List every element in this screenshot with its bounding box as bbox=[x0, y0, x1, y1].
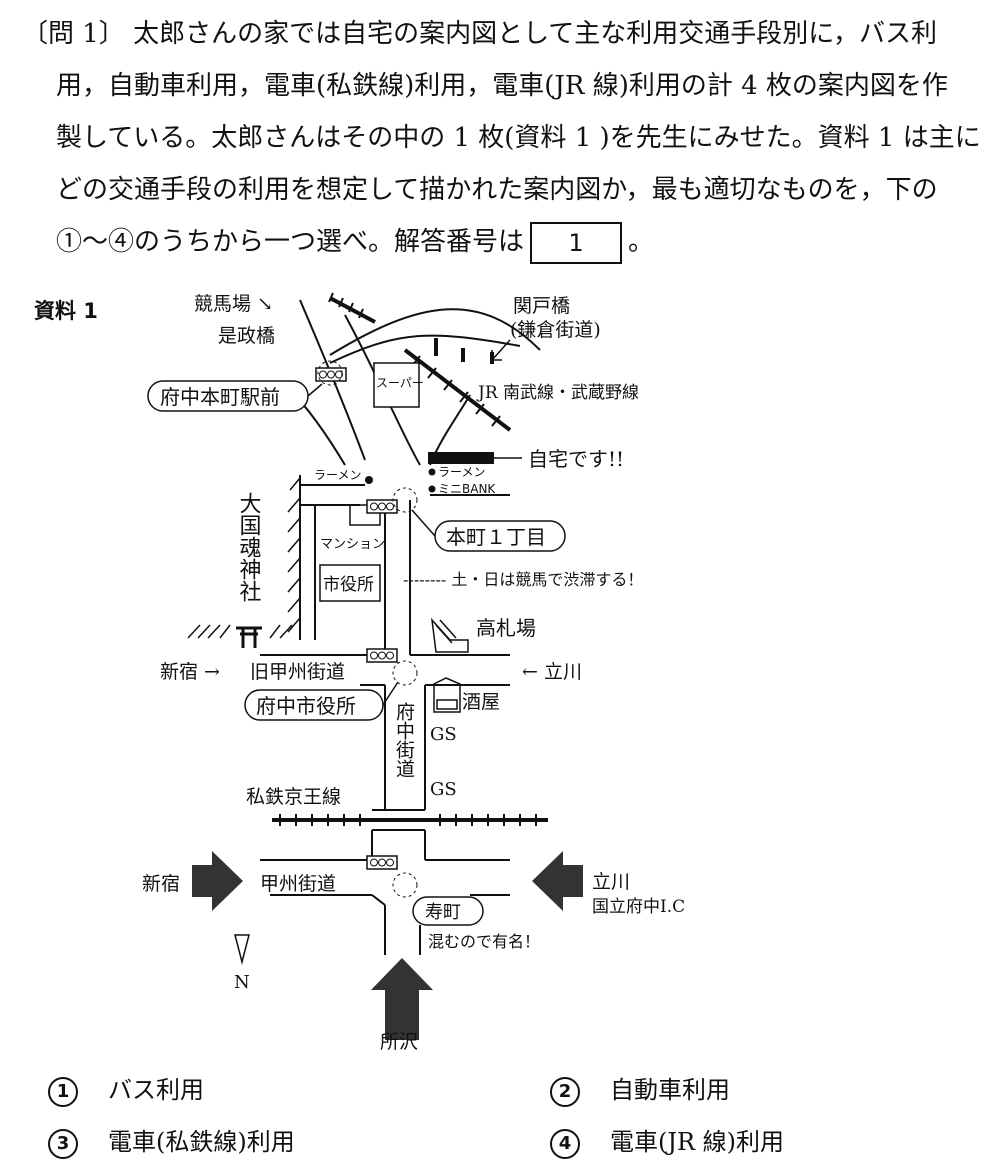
label-shiyakusho: 市役所 bbox=[323, 575, 374, 595]
cityhall-box bbox=[319, 564, 381, 602]
river-bank-upper bbox=[329, 308, 541, 356]
arrow-from-tokorozawa-icon bbox=[371, 958, 433, 1040]
choice-number: 4 bbox=[550, 1128, 580, 1159]
label-kunitama: 大国魂神社 bbox=[236, 492, 262, 602]
choice-number: 1 bbox=[48, 1076, 78, 1107]
label-honmachi1: 本町１丁目 bbox=[446, 525, 546, 549]
question-line-2: 用，自動車利用，電車(私鉄線)利用，電車(JR 線)利用の計 4 枚の案内図を作 bbox=[56, 71, 948, 101]
jr-line-upper bbox=[329, 296, 376, 324]
shrine-grounds bbox=[187, 477, 301, 639]
choice-text: 電車(私鉄線)利用 bbox=[108, 1128, 295, 1156]
label-tachikawa-1: ← 立川 bbox=[522, 661, 582, 683]
home-block bbox=[428, 452, 494, 464]
label-mansion: マンション bbox=[320, 537, 385, 552]
label-tokorozawa: 所沢 bbox=[380, 1031, 418, 1053]
sakaya-icon bbox=[433, 677, 461, 713]
label-fuchu-shiyakusho: 府中市役所 bbox=[256, 694, 356, 718]
question-line-4: どの交通手段の利用を想定して描かれた案内図か，最も適切なものを，下の bbox=[56, 175, 938, 205]
traffic-light-icon bbox=[366, 855, 398, 870]
label-ramen-1: ラーメン bbox=[314, 468, 362, 482]
choice-text: バス利用 bbox=[108, 1076, 204, 1104]
label-ramen-2: ラーメン bbox=[438, 465, 486, 479]
label-kotobuki: 寿町 bbox=[425, 902, 461, 923]
label-komu: 混むので有名！ bbox=[428, 932, 540, 951]
label-koshu: 甲州街道 bbox=[260, 873, 336, 895]
arrow-from-tachikawa-icon bbox=[532, 851, 583, 911]
north-arrow-icon bbox=[234, 934, 250, 965]
label-north: N bbox=[234, 972, 250, 993]
label-fuchu-honmachi: 府中本町駅前 bbox=[160, 385, 280, 409]
guide-map: スーパー bbox=[142, 292, 685, 1053]
question-line-5-prefix: ①〜④のうちから一つ選べ。解答番号は bbox=[56, 227, 525, 257]
resource-label: 資料 1 bbox=[34, 299, 98, 323]
question-line-1: 〔問 1〕 太郎さんの家では自宅の案内図として主な利用交通手段別に，バス利 bbox=[22, 19, 937, 49]
arrow-from-shinjuku-icon bbox=[192, 851, 243, 911]
label-fuchu-kaido: 府中街道 bbox=[393, 702, 415, 778]
label-sekido: 関戸橋 bbox=[513, 295, 570, 317]
label-home: 自宅です!! bbox=[528, 447, 624, 471]
jr-line-lower bbox=[403, 348, 512, 432]
question-line-5-suffix: 。 bbox=[628, 227, 655, 257]
traffic-light-icon bbox=[366, 499, 398, 514]
label-jr-line: JR 南武線・武蔵野線 bbox=[476, 383, 639, 403]
label-gs-1: GS bbox=[430, 724, 457, 745]
label-kamakura: (鎌倉街道) bbox=[510, 319, 601, 341]
choice-2[interactable]: 2 自動車利用 bbox=[550, 1070, 730, 1107]
question-line-3: 製している。太郎さんはその中の 1 枚(資料 1 )を先生にみせた。資料 1 は… bbox=[56, 123, 981, 153]
kosatsuba-icon bbox=[430, 617, 469, 653]
label-keio: 私鉄京王線 bbox=[246, 786, 341, 808]
river-bank-lower bbox=[329, 334, 521, 364]
label-sakaya: 酒屋 bbox=[462, 691, 500, 713]
choice-1[interactable]: 1 バス利用 bbox=[48, 1070, 204, 1107]
label-tachikawa-2: 立川 bbox=[592, 871, 630, 893]
choice-number: 2 bbox=[550, 1076, 580, 1107]
label-supa: スーパー bbox=[376, 376, 424, 390]
supermarket-box bbox=[373, 362, 420, 408]
torii-icon bbox=[236, 626, 262, 648]
choice-3[interactable]: 3 電車(私鉄線)利用 bbox=[48, 1122, 295, 1159]
choice-text: 自動車利用 bbox=[610, 1076, 730, 1104]
label-keibajo: 競馬場 ↘ bbox=[194, 293, 273, 315]
choice-4[interactable]: 4 電車(JR 線)利用 bbox=[550, 1122, 784, 1159]
choice-text: 電車(JR 線)利用 bbox=[610, 1128, 785, 1156]
label-kunitachi: 国立府中I.C bbox=[592, 897, 685, 917]
label-kosatsuba: 高札場 bbox=[476, 616, 536, 640]
answer-box[interactable]: 1 bbox=[530, 222, 623, 264]
label-kyu-koshu: 旧甲州街道 bbox=[250, 661, 345, 683]
label-shinjuku-1: 新宿 → bbox=[160, 661, 220, 683]
question-text: 〔問 1〕 太郎さんの家では自宅の案内図として主な利用交通手段別に，バス利 用，… bbox=[22, 8, 997, 268]
label-keiba-note: -------- 土・日は競馬で渋滞する！ bbox=[403, 570, 643, 589]
traffic-light-icon bbox=[366, 648, 398, 663]
choice-number: 3 bbox=[48, 1128, 78, 1159]
label-shinjuku-2: 新宿 bbox=[142, 873, 180, 895]
label-koremasa: 是政橋 bbox=[218, 325, 275, 347]
label-gs-2: GS bbox=[430, 779, 457, 800]
label-minibank: ミニBANK bbox=[438, 482, 496, 496]
